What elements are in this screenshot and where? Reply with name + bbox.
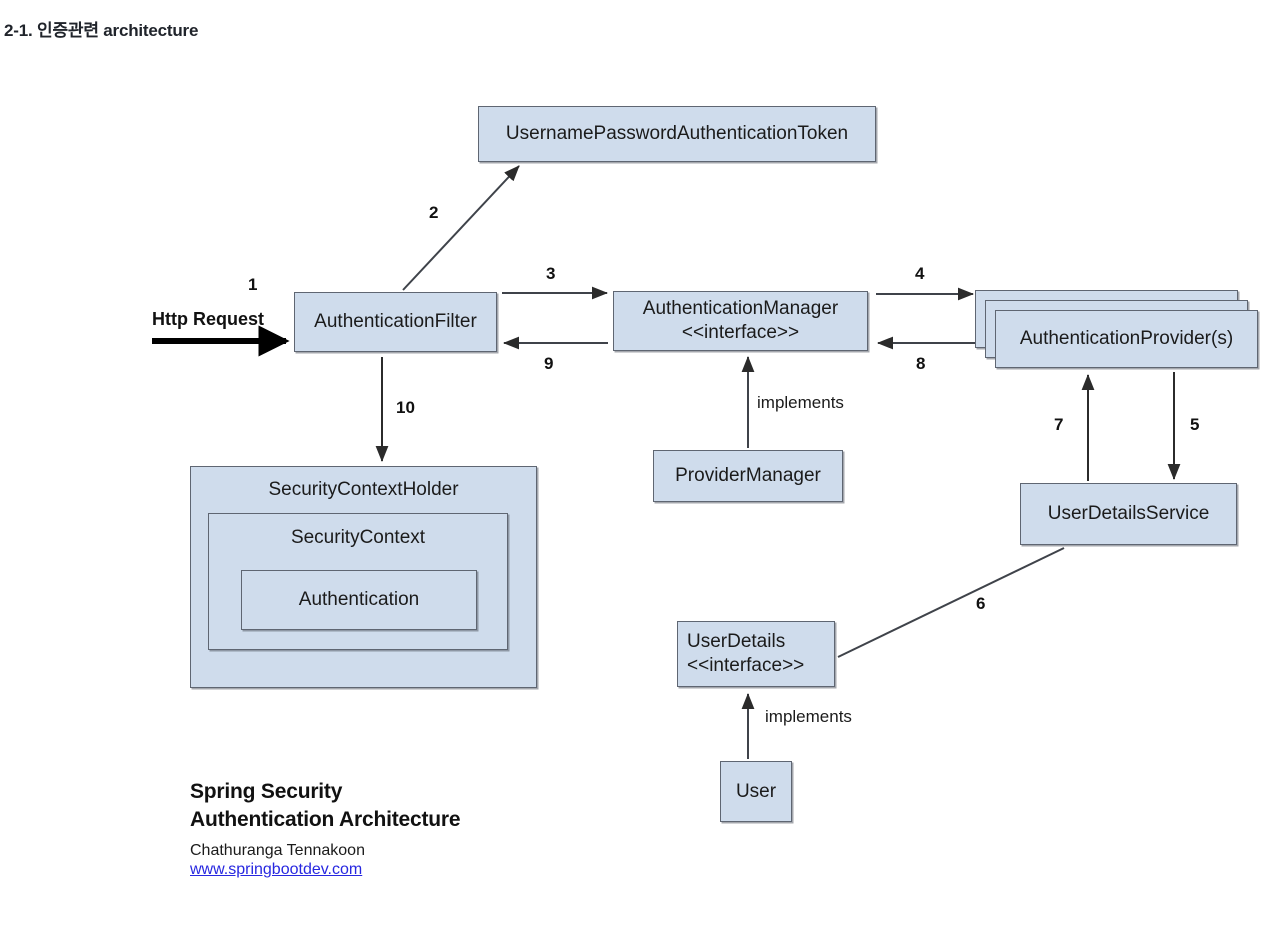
caption-author: Chathuranga Tennakoon: [190, 842, 365, 860]
label-step-8: 8: [916, 354, 926, 373]
page-title: 2-1. 인증관련 architecture: [4, 21, 199, 40]
label-implements-provider-manager: implements: [757, 393, 844, 412]
label-implements-user: implements: [765, 707, 852, 726]
node-authentication[interactable]: Authentication: [241, 570, 477, 630]
node-username-password-authentication-token[interactable]: UsernamePasswordAuthenticationToken: [478, 106, 876, 162]
label-step-7: 7: [1054, 415, 1064, 434]
label-step-10: 10: [396, 398, 415, 417]
authentication-label: Authentication: [298, 589, 420, 610]
diagram-caption: Spring Security Authentication Architect…: [190, 778, 610, 879]
node-user[interactable]: User: [720, 761, 792, 822]
caption-website-link[interactable]: www.springbootdev.com: [190, 861, 363, 879]
label-step-3: 3: [546, 264, 556, 283]
label-step-5: 5: [1190, 415, 1200, 434]
label-step-4: 4: [915, 264, 925, 283]
node-user-details[interactable]: UserDetails <<interface>>: [677, 621, 835, 687]
security-context-holder-label: SecurityContextHolder: [268, 479, 459, 500]
edge-step-6: [837, 547, 1065, 658]
edge-step-2: [402, 165, 520, 291]
node-authentication-manager[interactable]: AuthenticationManager <<interface>>: [613, 291, 868, 351]
node-user-details-service[interactable]: UserDetailsService: [1020, 483, 1237, 545]
label-step-1: 1: [248, 275, 258, 294]
caption-title: Spring Security Authentication Architect…: [190, 780, 461, 831]
node-provider-manager[interactable]: ProviderManager: [653, 450, 843, 502]
label-step-6: 6: [976, 594, 986, 613]
label-http-request: Http Request: [152, 309, 264, 329]
security-context-label: SecurityContext: [290, 527, 426, 548]
label-step-9: 9: [544, 354, 554, 373]
node-authentication-filter[interactable]: AuthenticationFilter: [294, 292, 497, 352]
node-authentication-provider[interactable]: AuthenticationProvider(s): [995, 310, 1258, 368]
label-step-2: 2: [429, 203, 439, 222]
